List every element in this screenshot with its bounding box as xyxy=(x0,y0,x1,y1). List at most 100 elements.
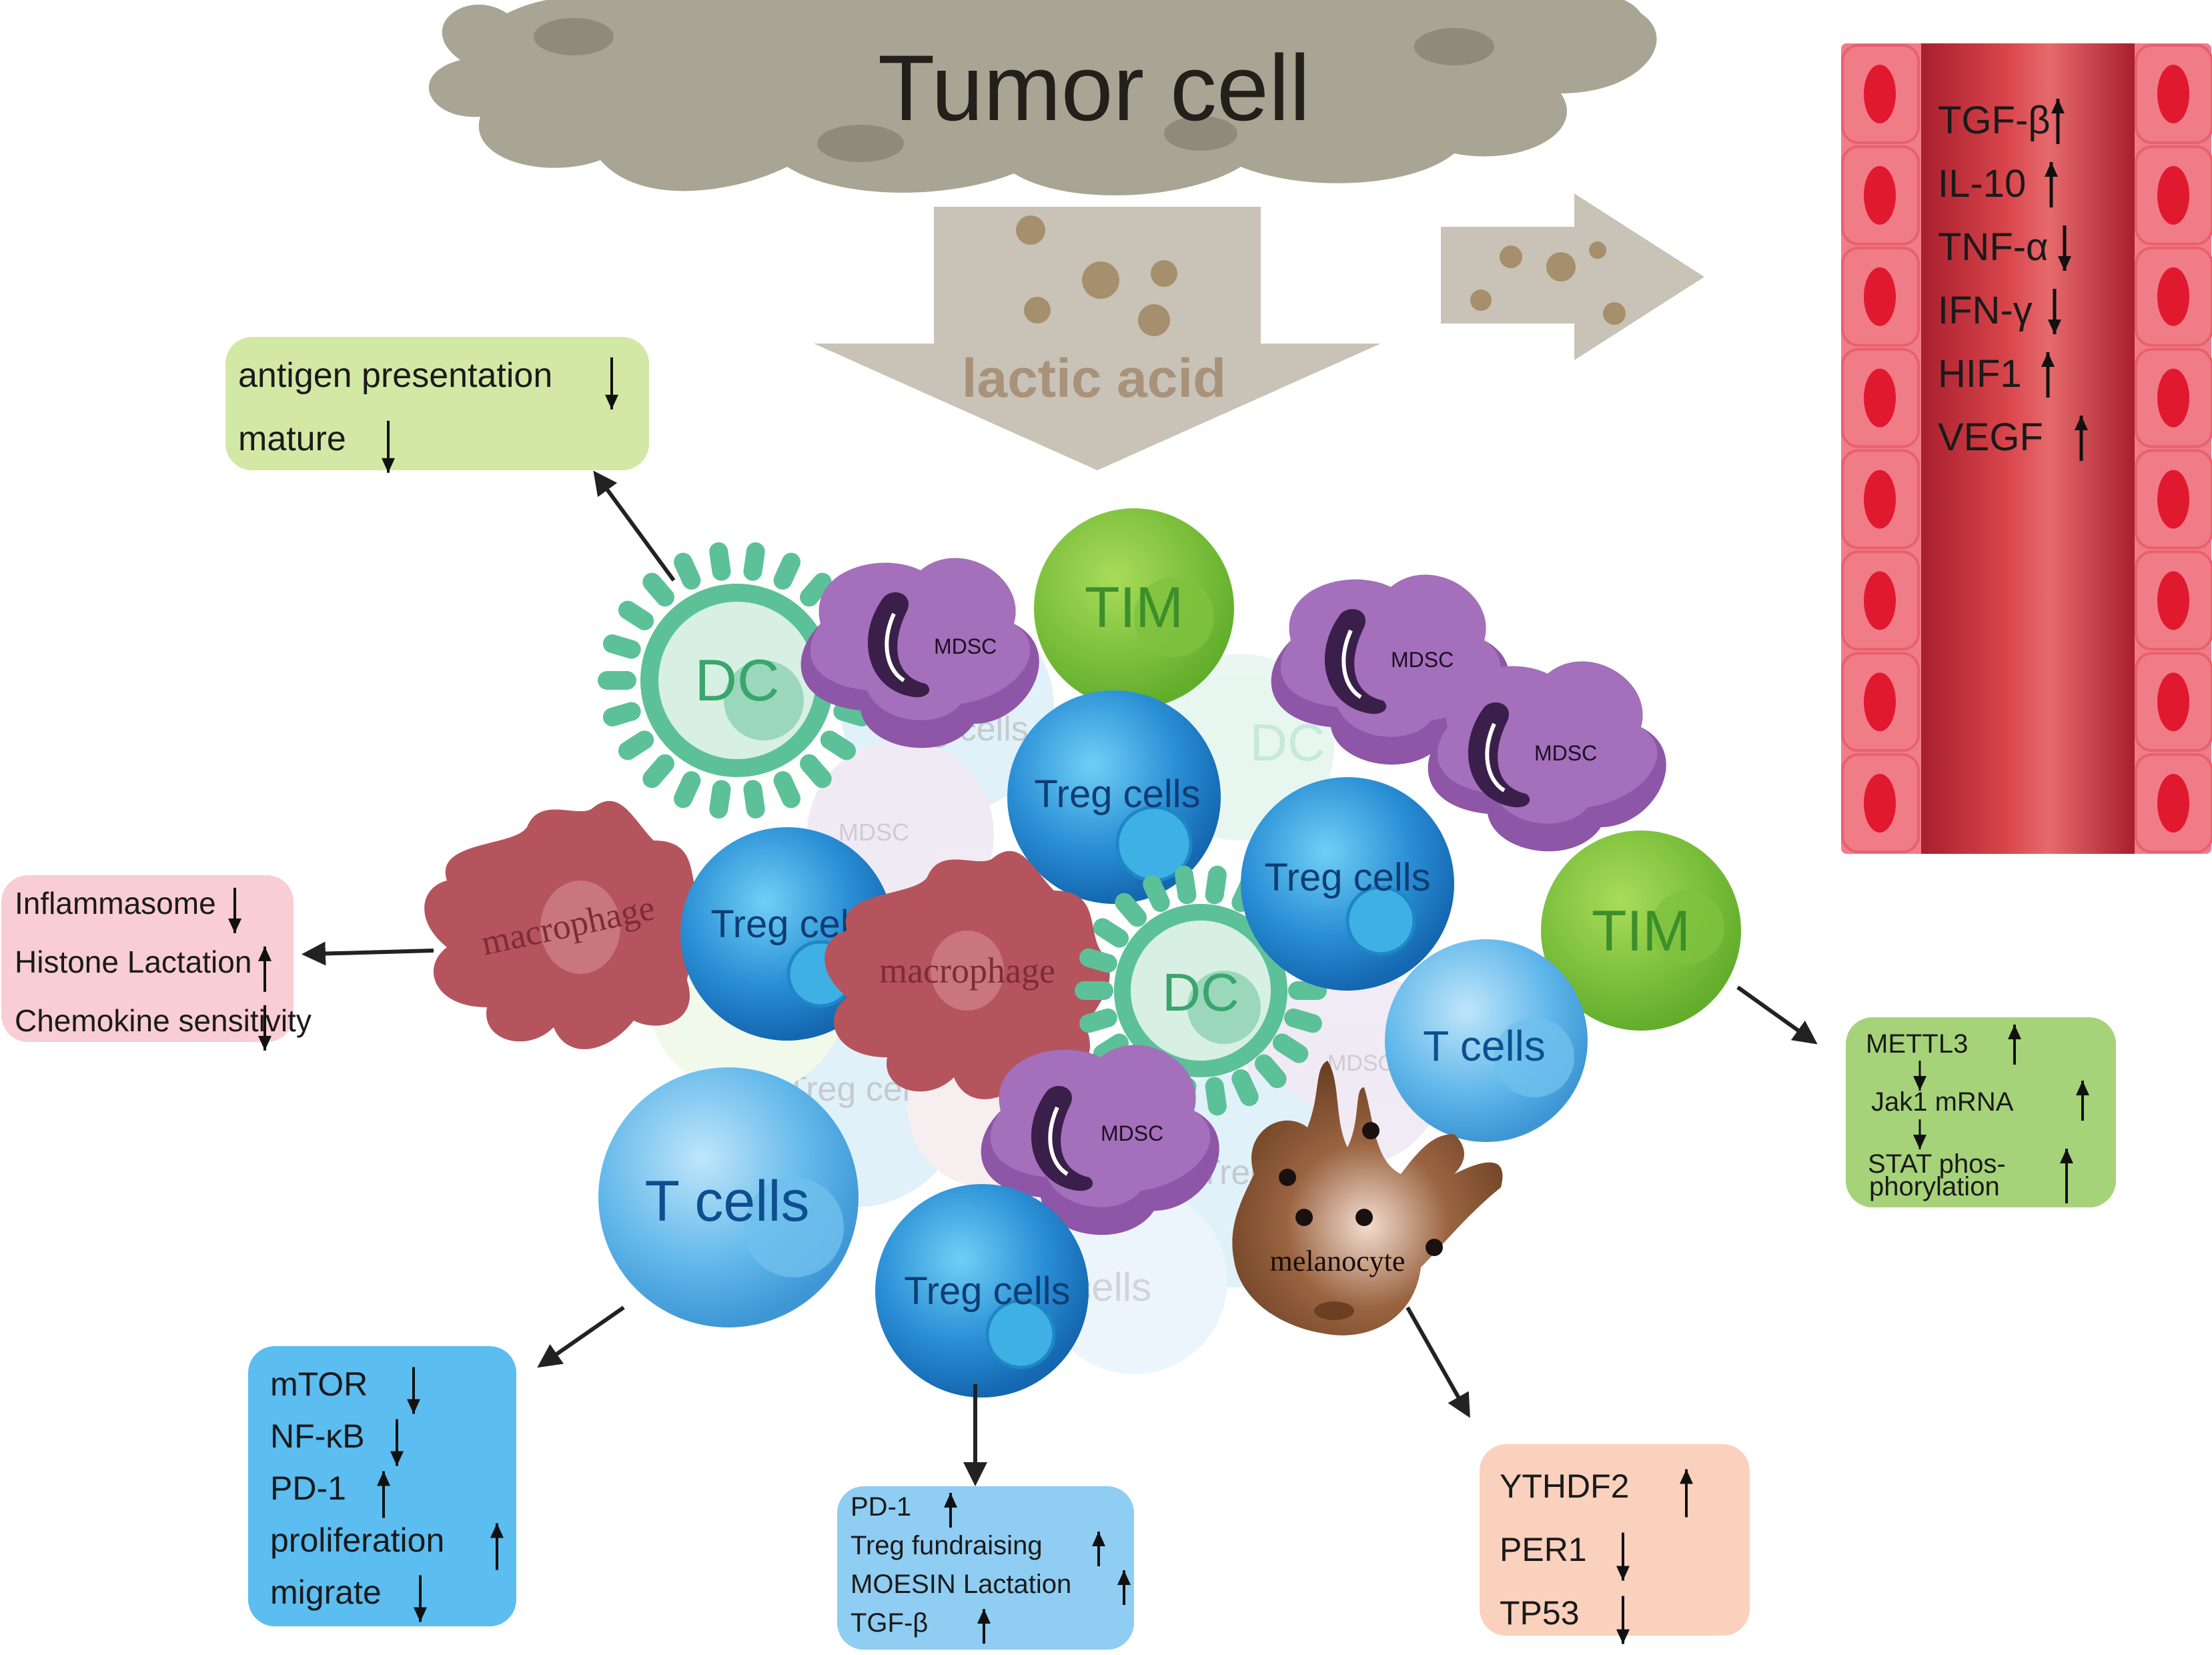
vessel-marker-arrow xyxy=(2048,289,2061,334)
dc-item-arrow xyxy=(382,420,395,473)
dc-item-label: antigen presentation xyxy=(238,356,552,395)
arrow-dc-to-box xyxy=(593,470,676,582)
vessel-marker-arrow xyxy=(2075,416,2088,461)
vessel-endothelial-cell xyxy=(2135,348,2212,448)
tim-item-label: phorylation xyxy=(1869,1172,2000,1201)
mdsc-cell-1: MDSC xyxy=(800,558,1039,748)
tcell-item-label: proliferation xyxy=(270,1522,444,1559)
vessel-endothelial-cell xyxy=(1841,652,1920,752)
tim-cell-right: TIM xyxy=(1541,831,1741,1031)
tim-item-arrow xyxy=(2060,1149,2073,1203)
melanocyte-item-label: PER1 xyxy=(1500,1531,1587,1568)
vessel-marker-arrow xyxy=(2058,225,2071,271)
vessel-endothelial-cell xyxy=(2135,449,2212,550)
vessel-marker-arrow xyxy=(2051,99,2065,144)
vessel-endothelial-cell xyxy=(1841,348,1920,448)
macrophage-item-label: Inflammasome xyxy=(15,886,216,921)
tcell-item-label: mTOR xyxy=(270,1365,368,1403)
vessel-marker-label: TGF-β xyxy=(1938,99,2051,142)
treg-label-top: Treg cells xyxy=(1034,772,1200,816)
arrow-melanocyte-to-box xyxy=(1406,1306,1470,1418)
tim-item-label: METTL3 xyxy=(1866,1029,1968,1059)
lactic-acid-right-arrow xyxy=(1441,193,1704,360)
treg-item-arrow xyxy=(1092,1532,1105,1566)
vessel-endothelial-cell xyxy=(1841,44,1920,144)
vessel-endothelial-cell xyxy=(2135,44,2212,144)
treg-item-label: PD-1 xyxy=(851,1492,911,1522)
tim-item-arrow xyxy=(2076,1081,2089,1121)
vessel-endothelial-cell xyxy=(2135,753,2212,853)
macrophage-item-arrow xyxy=(258,1005,271,1051)
melanocyte-cell: melanocyte xyxy=(1232,1061,1503,1335)
tim-item-label: STAT phos- xyxy=(1868,1149,2006,1179)
treg-item-label: MOESIN Lactation xyxy=(851,1570,1071,1599)
melanocyte-item-label: TP53 xyxy=(1500,1594,1580,1632)
macrophage-cell-left: macrophage xyxy=(424,800,710,1049)
treg-item-arrow xyxy=(1117,1570,1131,1605)
tcell-item-arrow xyxy=(377,1471,390,1518)
mdsc-label-3: MDSC xyxy=(1534,741,1597,765)
tcell-large-left: T cells xyxy=(598,1067,859,1327)
tcell-item-arrow xyxy=(407,1367,420,1414)
arrow-macrophage-to-box xyxy=(302,941,434,966)
lactic-acid-label: lactic acid xyxy=(962,348,1227,409)
macrophage-label-center: macrophage xyxy=(879,951,1055,991)
tcells-label-large: T cells xyxy=(645,1169,810,1233)
vessel-endothelial-cell xyxy=(1841,246,1920,347)
tcell-item-arrow xyxy=(390,1419,404,1466)
vessel-endothelial-cell xyxy=(2135,652,2212,752)
tcell-item-arrow xyxy=(490,1523,504,1570)
tim-item-label: Jak1 mRNA xyxy=(1871,1087,2014,1117)
treg-item-label: TGF-β xyxy=(851,1608,928,1638)
dc-label-top: DC xyxy=(694,647,779,713)
vessel-endothelial-cell xyxy=(2135,550,2212,651)
melanocyte-item-label: YTHDF2 xyxy=(1500,1468,1629,1505)
lactic-acid-arrow: lactic acid xyxy=(814,207,1381,470)
vessel-marker-label: IL-10 xyxy=(1938,162,2026,205)
tcell-item-label: NF-ĸB xyxy=(270,1418,365,1455)
treg-cell-top: Treg cells xyxy=(1007,690,1221,904)
faded-mdsc-label-2: MDSC xyxy=(1327,1051,1394,1076)
dc-label-center: DC xyxy=(1162,963,1239,1022)
vessel-endothelial-cell xyxy=(1841,753,1920,853)
tumor-cell-label: Tumor cell xyxy=(878,35,1310,140)
treg-label-right: Treg cells xyxy=(1264,856,1430,899)
macrophage-item-arrow xyxy=(258,946,271,992)
macrophage-item-label: Histone Lactation xyxy=(15,945,251,979)
melanocyte-item-arrow xyxy=(1616,1596,1630,1644)
tumor-cell: Tumor cell xyxy=(429,0,1657,195)
macrophage-item-arrow xyxy=(228,887,241,933)
treg-cell-bottom: Treg cells xyxy=(875,1184,1089,1398)
tim-connector-arrow xyxy=(1913,1119,1926,1149)
vessel-endothelial-cell xyxy=(1841,145,1920,245)
mdsc-cell-3: MDSC xyxy=(1428,661,1666,852)
treg-item-label: Treg fundraising xyxy=(851,1531,1043,1560)
melanocyte-item-arrow xyxy=(1680,1469,1693,1518)
vessel-marker-arrow xyxy=(2045,162,2058,207)
tcell-right: T cells xyxy=(1385,939,1588,1142)
vessel-endothelial-cell xyxy=(1841,550,1920,651)
tcell-item-label: migrate xyxy=(270,1574,382,1611)
macrophage-item-label: Chemokine sensitivity xyxy=(15,1003,312,1038)
tim-connector-arrow xyxy=(1913,1061,1926,1091)
vessel-marker-label: VEGF xyxy=(1938,416,2043,459)
vessel-endothelial-cell xyxy=(2135,145,2212,245)
dc-item-arrow xyxy=(605,357,618,410)
vessel-endothelial-cell xyxy=(1841,449,1920,550)
tcells-label-right: T cells xyxy=(1423,1022,1546,1070)
tim-item-arrow xyxy=(2008,1025,2021,1065)
tim-cell-top: TIM xyxy=(1034,508,1234,708)
treg-label-bottom: Treg cells xyxy=(904,1269,1070,1313)
vessel-marker-arrow xyxy=(2041,352,2055,398)
tcell-item-arrow xyxy=(414,1575,427,1622)
vessel-marker-label: TNF-α xyxy=(1938,225,2049,269)
tim-label-top: TIM xyxy=(1085,576,1183,640)
mdsc-cell-4: MDSC xyxy=(981,1045,1219,1235)
arrow-tim-to-box xyxy=(1736,985,1818,1045)
vessel-marker-label: HIF1 xyxy=(1938,352,2022,396)
